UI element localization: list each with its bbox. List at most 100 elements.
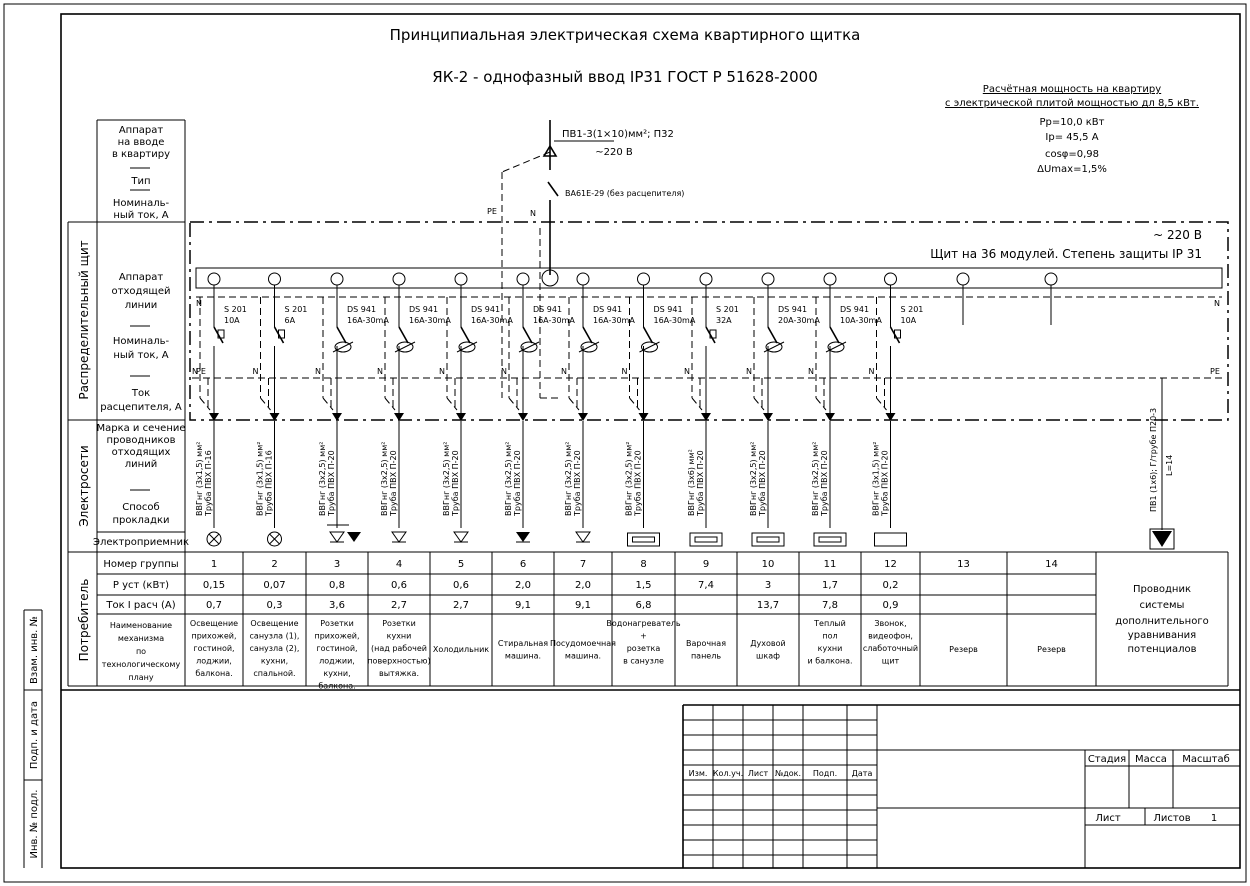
cable-mark-3: ВВГнг (3х2,5) мм² — [318, 442, 327, 516]
cable-laying-5: Труба ПВХ П-20 — [451, 450, 460, 517]
section-consumer: Потребитель — [77, 579, 91, 662]
label-rated-current2-1: Номиналь- — [113, 336, 170, 347]
group-number-3: 3 — [334, 559, 340, 570]
cable-mark-5: ВВГнг (3х2,5) мм² — [442, 442, 451, 516]
group-name-4-4: поверхностью) — [367, 657, 430, 666]
group-name-13-1: Резерв — [949, 645, 978, 654]
n-bus-label-right: N — [1214, 299, 1220, 308]
calc-du: ΔUmax=1,5% — [1037, 164, 1107, 175]
group-current-12: 0,9 — [883, 600, 899, 611]
group-power-4: 0,6 — [391, 580, 407, 591]
group-name-4-1: Розетки — [382, 619, 416, 628]
breaker-rating-12: 10A — [901, 316, 917, 325]
label-outgoing-3: линии — [125, 300, 157, 311]
group-name-3-2: прихожей, — [314, 632, 359, 641]
lamp-icon-1 — [206, 531, 222, 547]
outlet-node-5 — [456, 413, 466, 421]
group-power-10: 3 — [765, 580, 771, 591]
outlet-node-8 — [638, 413, 649, 421]
breaker-type-8: DS 941 — [654, 305, 683, 314]
input-n-label: N — [530, 209, 536, 218]
socket-icon-3 — [329, 531, 345, 543]
group-name-10-1: Духовой — [750, 639, 785, 648]
neutral-tag-10: N — [746, 367, 752, 376]
group-number-13: 13 — [957, 559, 970, 570]
breaker-rating-4: 16A-30mA — [409, 316, 451, 325]
busbar-node-11 — [823, 272, 837, 286]
breaker-rating-7: 16A-30mA — [593, 316, 635, 325]
potential-name-2: системы — [1140, 600, 1185, 611]
group-power-11: 1,7 — [822, 580, 838, 591]
socket-icon-7 — [575, 531, 591, 543]
busbar-node-1 — [207, 272, 221, 286]
group-name-4-3: (над рабочей — [371, 644, 427, 653]
neutral-tag-8: N — [622, 367, 628, 376]
label-laying-2: прокладки — [112, 515, 169, 526]
label-laying-1: Способ — [122, 502, 159, 513]
panel-voltage: ~ 220 В — [1153, 228, 1202, 242]
outlet-node-4 — [394, 413, 404, 421]
breaker-type-7: DS 941 — [593, 305, 622, 314]
neutral-tag-1: N — [192, 367, 198, 376]
cable-mark-1: ВВГнг (3х1,5) мм² — [195, 442, 204, 516]
label-group-no: Номер группы — [103, 559, 178, 570]
tb-header-sign: Подп. — [813, 769, 837, 778]
potential-name-1: Проводник — [1133, 584, 1191, 595]
label-mechanism-2: механизма — [118, 634, 164, 643]
group-name-8-2: + — [640, 632, 647, 641]
outlet-node-1 — [209, 413, 219, 421]
group-number-7: 7 — [580, 559, 586, 570]
input-breaker-label: ВА61Е-29 (без расцепителя) — [565, 189, 684, 198]
group-name-11-2: пол — [822, 632, 837, 641]
neutral-tag-7: N — [561, 367, 567, 376]
outlet-node-11 — [825, 413, 835, 421]
breaker-type-4: DS 941 — [409, 305, 438, 314]
neutral-tag-9: N — [684, 367, 690, 376]
label-mechanism-4: технологическому — [102, 660, 181, 669]
title-block — [61, 689, 1240, 868]
group-name-8-3: розетка — [627, 644, 661, 653]
tb-sheet: Лист — [1095, 813, 1121, 824]
breaker-rating-9: 32A — [716, 316, 732, 325]
group-current-1: 0,7 — [206, 600, 222, 611]
group-number-8: 8 — [640, 559, 646, 570]
group-name-12-3: слаботочный — [863, 644, 918, 653]
group-current-10: 13,7 — [757, 600, 779, 611]
group-name-3-4: лоджии, — [319, 657, 355, 666]
neutral-tag-6: N — [501, 367, 507, 376]
cable-laying-7: Труба ПВХ П-20 — [573, 450, 582, 517]
label-rated-current-1: Номиналь- — [113, 198, 170, 209]
socket-icon-4 — [391, 531, 407, 543]
label-i-calc: Ток I расч (А) — [105, 600, 175, 611]
group-power-3: 0,8 — [329, 580, 345, 591]
section-networks: Электросети — [77, 445, 91, 526]
group-number-14: 14 — [1045, 559, 1058, 570]
busbar-node-6 — [516, 272, 530, 286]
label-release-1: Ток — [131, 388, 150, 399]
spare-tap-13 — [956, 272, 970, 325]
group-name-2-3: санузла (2), — [250, 644, 300, 653]
margin-stamp — [23, 609, 43, 868]
busbar-node-9 — [699, 272, 713, 286]
tb-header-list: Лист — [748, 769, 769, 778]
label-mechanism-3: по — [136, 647, 146, 656]
title-line-1: Принципиальная электрическая схема кварт… — [390, 26, 861, 44]
tb-scale: Масштаб — [1182, 754, 1230, 765]
neutral-tag-11: N — [808, 367, 814, 376]
group-name-2-2: санузла (1), — [250, 632, 300, 641]
consumer-table: 10,150,7Освещениеприхожей,гостиной,лоджи… — [190, 552, 1097, 691]
input-pe-label: PE — [487, 207, 497, 216]
label-cable-mark-3: отходящих — [112, 447, 171, 458]
group-current-6: 9,1 — [515, 600, 531, 611]
breaker-rating-6: 16A-30mA — [533, 316, 575, 325]
tb-mass: Масса — [1135, 754, 1167, 765]
breaker-type-11: DS 941 — [840, 305, 869, 314]
breaker-type-3: DS 941 — [347, 305, 376, 314]
cable-laying-12: Труба ПВХ П-20 — [881, 450, 890, 517]
cable-mark-10: ВВГнг (3х2,5) мм² — [749, 442, 758, 516]
breaker-type-9: S 201 — [716, 305, 739, 314]
